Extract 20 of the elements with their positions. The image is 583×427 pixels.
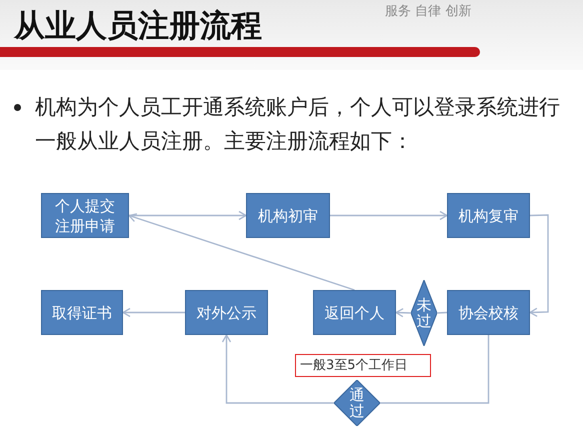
process-box: 机构复审 bbox=[447, 193, 530, 238]
process-box: 取得证书 bbox=[41, 290, 123, 335]
connector-arrow bbox=[128, 213, 355, 291]
process-box: 机构初审 bbox=[246, 193, 330, 238]
process-box: 个人提交注册申请 bbox=[41, 193, 129, 238]
slide-title: 从业人员注册流程 bbox=[14, 7, 262, 46]
slogan-text: 服务 自律 创新 bbox=[385, 3, 472, 21]
connector-arrow bbox=[122, 308, 185, 318]
process-box: 返回个人 bbox=[313, 290, 396, 335]
connector-arrow bbox=[129, 210, 247, 220]
decision-diamond: 未过 bbox=[411, 280, 437, 346]
connector-arrow bbox=[330, 210, 448, 220]
connector-arrow bbox=[395, 308, 412, 318]
connector-arrow bbox=[529, 214, 549, 317]
process-box: 协会校核 bbox=[447, 290, 530, 335]
duration-note: 一般3至5个工作日 bbox=[295, 354, 431, 377]
connector-arrow bbox=[222, 334, 334, 404]
decision-diamond: 通过 bbox=[334, 380, 380, 426]
intro-paragraph: 机构为个人员工开通系统账户后，个人可以登录系统进行一般从业人员注册。主要注册流程如下： bbox=[35, 94, 560, 155]
process-box: 对外公示 bbox=[185, 290, 268, 335]
